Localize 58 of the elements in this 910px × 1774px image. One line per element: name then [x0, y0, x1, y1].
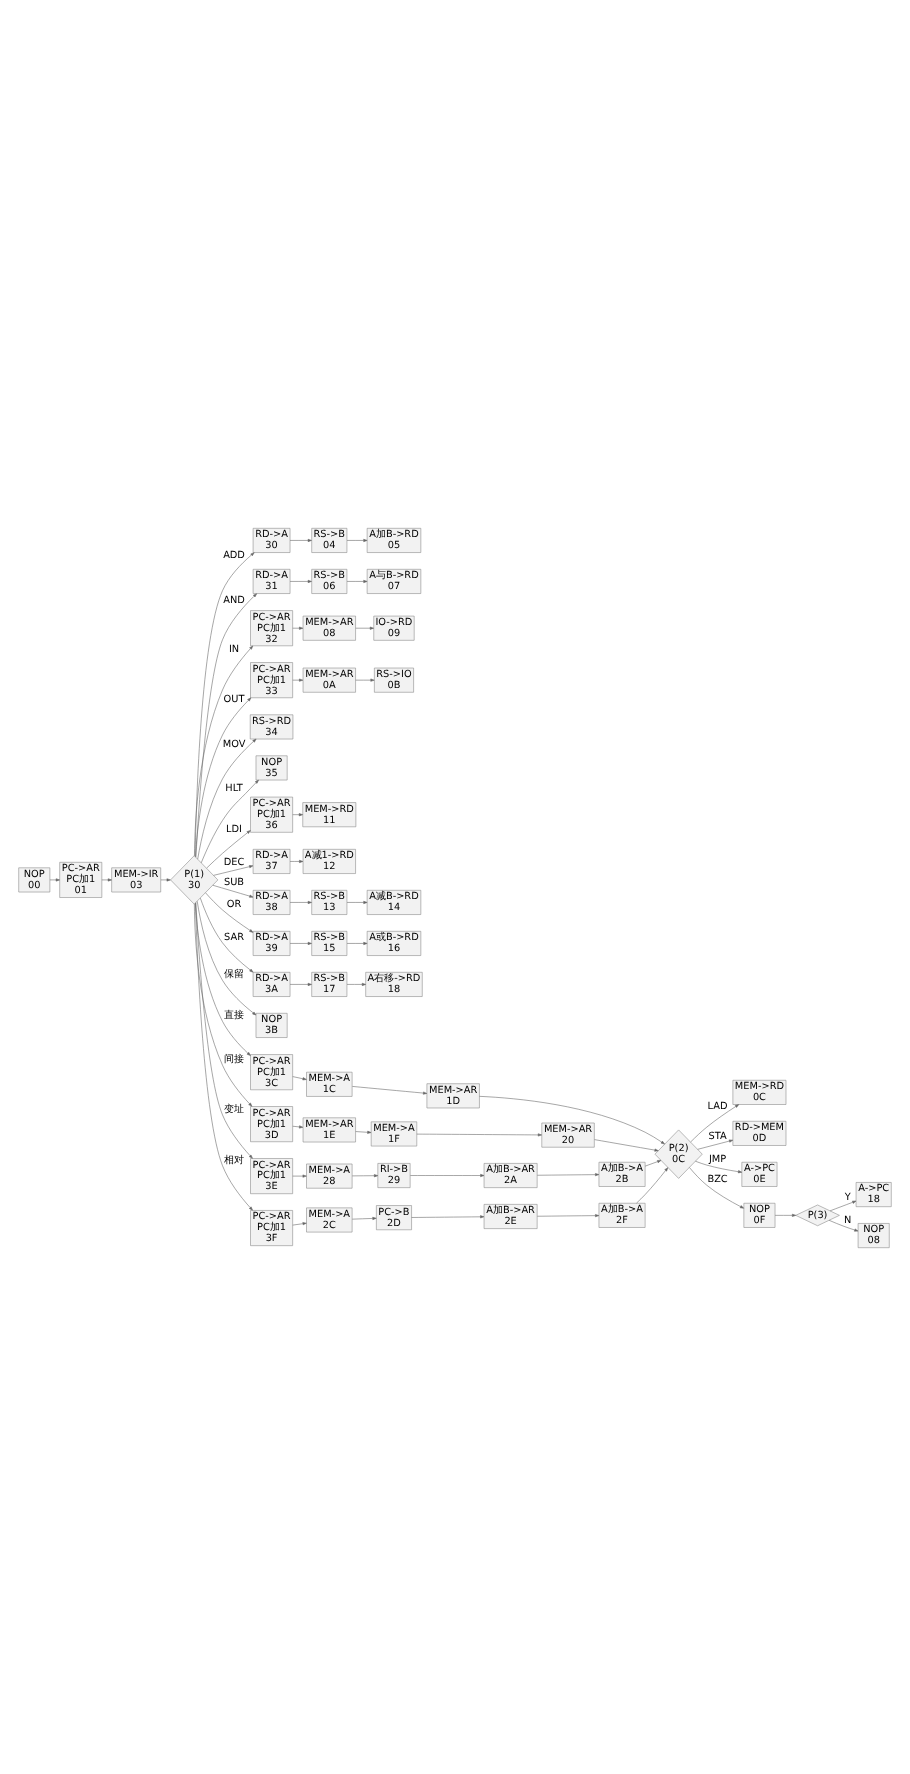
arrow: [346, 537, 368, 541]
arrow: [289, 858, 304, 862]
arrow: [355, 625, 374, 629]
arrow: [774, 1212, 797, 1216]
arrow: [213, 864, 254, 875]
arrow: [194, 902, 253, 1106]
arrow: [289, 899, 312, 903]
arrow: [197, 737, 257, 859]
arrow: [594, 1138, 659, 1151]
arrow: [411, 1214, 485, 1218]
arrow: [196, 900, 257, 1015]
arrow: [200, 896, 254, 972]
arrow: [292, 1173, 307, 1177]
arrow: [644, 1159, 662, 1166]
arrow: [49, 877, 60, 881]
arrow: [292, 1124, 304, 1128]
arrow: [195, 901, 253, 1158]
arrow: [346, 578, 368, 582]
arrow: [160, 877, 171, 881]
arrow: [206, 829, 251, 868]
arrow: [205, 891, 254, 932]
arrow: [697, 1138, 734, 1149]
arrow: [212, 883, 254, 897]
arrow: [355, 1129, 372, 1133]
arrow: [346, 940, 368, 944]
arrow: [195, 696, 252, 857]
arrow: [292, 1221, 307, 1225]
arrow: [537, 1172, 600, 1176]
arrow: [416, 1132, 542, 1136]
arrow: [695, 1159, 743, 1173]
arrow: [289, 537, 312, 541]
arrow: [292, 677, 304, 681]
arrow: [289, 940, 312, 944]
arrow: [195, 592, 257, 857]
arrow: [352, 1085, 428, 1094]
arrow: [292, 812, 303, 816]
arrow: [355, 677, 375, 681]
arrow: [101, 877, 112, 881]
arrow: [828, 1219, 859, 1231]
arrow: [292, 625, 304, 629]
arrow: [829, 1199, 857, 1211]
arrow: [195, 901, 253, 1210]
arrow: [194, 644, 254, 856]
arrow: [289, 981, 312, 985]
arrow: [194, 551, 255, 856]
arrow: [636, 1166, 669, 1203]
arrow: [200, 778, 259, 863]
arrow: [479, 1095, 665, 1144]
arrow: [346, 899, 368, 903]
arrow: [689, 1166, 744, 1208]
arrow: [289, 578, 312, 582]
arrow: [346, 981, 366, 985]
arrow: [537, 1213, 600, 1217]
arrow: [352, 1173, 379, 1177]
arrow: [292, 1075, 307, 1080]
arrow: [690, 1103, 740, 1142]
arrow: [352, 1215, 377, 1219]
arrow: [410, 1173, 485, 1176]
